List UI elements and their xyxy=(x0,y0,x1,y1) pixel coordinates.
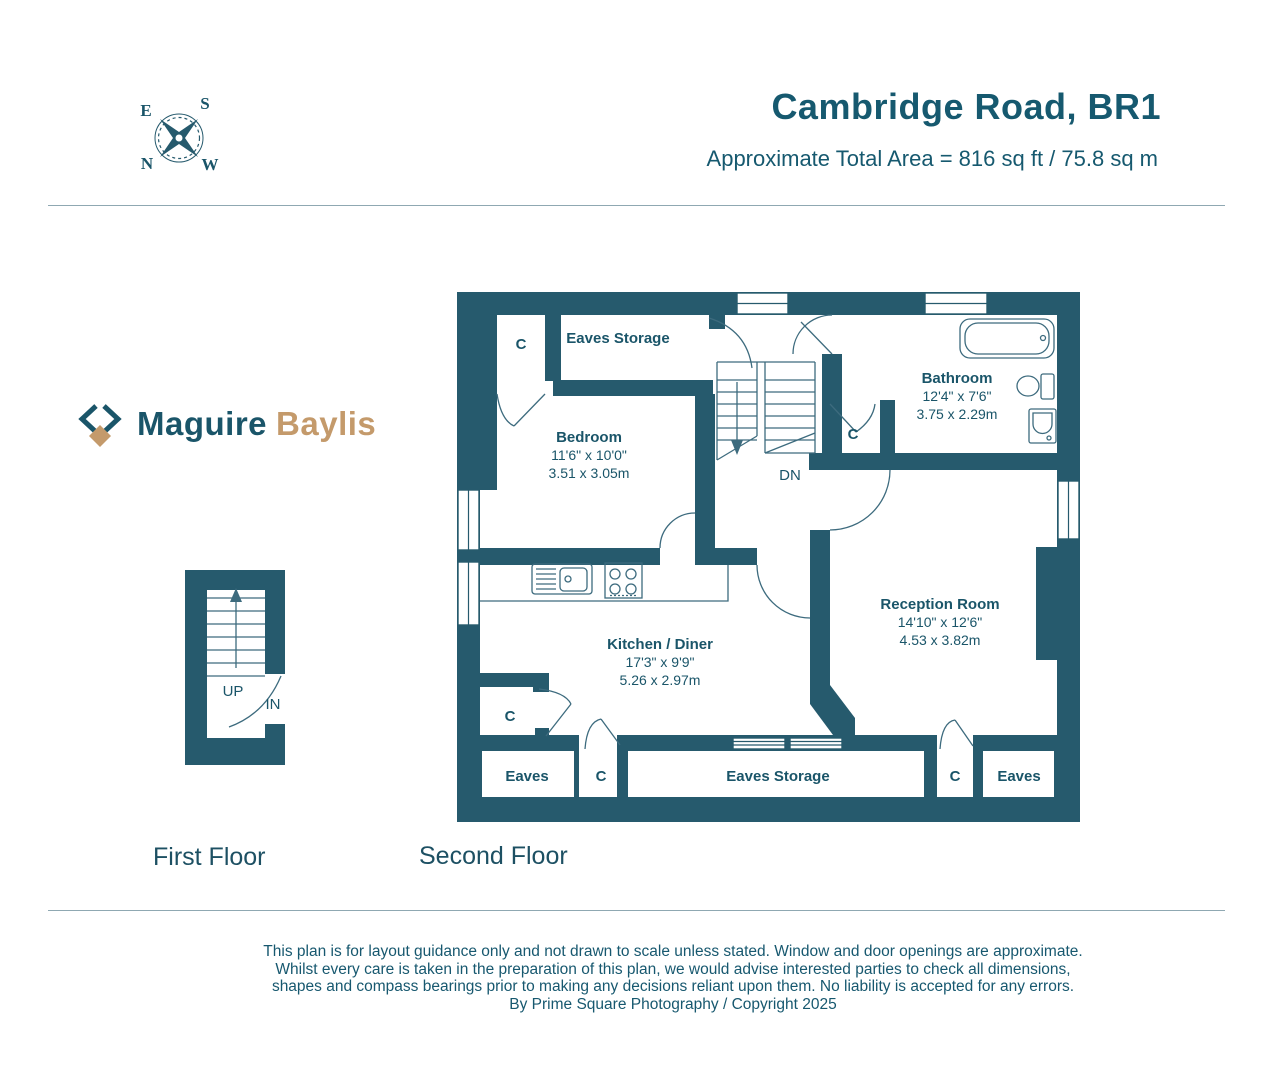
entry-door-arc xyxy=(228,675,282,728)
svg-text:4.53 x 3.82m: 4.53 x 3.82m xyxy=(900,632,981,648)
kitchen-counter xyxy=(480,565,729,602)
closet-label: C xyxy=(848,426,859,443)
logo-text-secondary: Baylis xyxy=(276,405,377,442)
disclaimer-line-3: shapes and compass bearings prior to mak… xyxy=(271,978,1075,995)
windows xyxy=(457,292,1080,750)
first-floor-caption: First Floor xyxy=(153,843,266,871)
svg-text:Kitchen / Diner: Kitchen / Diner xyxy=(607,636,713,653)
eaves-storage-top-label: Eaves Storage xyxy=(566,330,669,347)
compass-icon: E S N W xyxy=(140,94,219,174)
eaves-band xyxy=(482,735,1054,797)
disclaimer: This plan is for layout guidance only an… xyxy=(173,943,1173,1013)
stairs-down xyxy=(716,361,816,461)
footer-divider xyxy=(48,910,1225,911)
svg-text:Bathroom: Bathroom xyxy=(922,370,993,387)
stairs-up xyxy=(207,597,265,677)
eaves-right-label: Eaves xyxy=(997,768,1040,785)
compass-letter-n: N xyxy=(141,154,154,173)
kitchen-label: Kitchen / Diner 17'3" x 9'9" 5.26 x 2.97… xyxy=(607,636,713,688)
dn-label: DN xyxy=(779,467,801,484)
down-arrow-icon xyxy=(731,440,743,455)
svg-text:5.26 x 2.97m: 5.26 x 2.97m xyxy=(620,672,701,688)
svg-text:17'3" x 9'9": 17'3" x 9'9" xyxy=(626,654,695,670)
page-title: Cambridge Road, BR1 xyxy=(771,86,1161,127)
compass-letter-s: S xyxy=(200,94,209,113)
sink-unit xyxy=(531,563,593,595)
svg-text:12'4" x 7'6": 12'4" x 7'6" xyxy=(923,388,992,404)
first-floor-plan: UP IN xyxy=(185,570,285,765)
closet-label: C xyxy=(596,768,607,785)
eaves-left-label: Eaves xyxy=(505,768,548,785)
compass-letter-e: E xyxy=(140,101,151,120)
up-arrow-icon xyxy=(230,588,242,602)
svg-text:3.75 x 2.29m: 3.75 x 2.29m xyxy=(917,406,998,422)
bathtub xyxy=(959,318,1055,359)
disclaimer-line-1: This plan is for layout guidance only an… xyxy=(263,943,1083,960)
svg-text:Bedroom: Bedroom xyxy=(556,429,622,446)
svg-text:14'10" x 12'6": 14'10" x 12'6" xyxy=(898,614,983,630)
svg-text:11'6" x 10'0": 11'6" x 10'0" xyxy=(551,447,627,463)
svg-text:3.51 x 3.05m: 3.51 x 3.05m xyxy=(549,465,630,481)
second-floor-caption: Second Floor xyxy=(419,842,568,870)
disclaimer-line-2: Whilst every care is taken in the prepar… xyxy=(275,960,1071,978)
compass-letter-w: W xyxy=(202,155,219,174)
eaves-storage-bottom-label: Eaves Storage xyxy=(726,768,829,785)
closet-label: C xyxy=(516,336,527,353)
closet-label: C xyxy=(950,768,961,785)
bedroom-label: Bedroom 11'6" x 10'0" 3.51 x 3.05m xyxy=(549,429,630,481)
bathroom-label: Bathroom 12'4" x 7'6" 3.75 x 2.29m xyxy=(917,370,998,422)
second-floor-plan: Eaves Storage C Bedroom 11'6" x 10'0" 3.… xyxy=(457,292,1080,822)
reception-label: Reception Room 14'10" x 12'6" 4.53 x 3.8… xyxy=(880,596,999,648)
disclaimer-line-4: By Prime Square Photography / Copyright … xyxy=(509,995,837,1013)
door-arcs xyxy=(496,314,974,750)
hob xyxy=(604,562,643,599)
header-divider xyxy=(48,205,1225,206)
closet-label: C xyxy=(505,708,516,725)
total-area-subtitle: Approximate Total Area = 816 sq ft / 75.… xyxy=(706,146,1158,171)
up-label: UP xyxy=(223,683,244,700)
in-label: IN xyxy=(266,696,281,713)
wash-basin xyxy=(1028,408,1057,444)
logo-mark-icon xyxy=(78,404,122,447)
toilet xyxy=(1016,373,1055,400)
logo-text-primary: Maguire xyxy=(137,405,268,442)
svg-text:Reception Room: Reception Room xyxy=(880,596,999,613)
